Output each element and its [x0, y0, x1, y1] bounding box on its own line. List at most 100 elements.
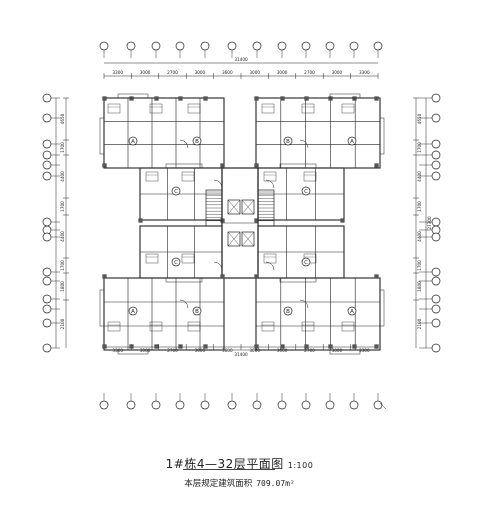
axis-bubble-left [42, 304, 52, 314]
dimension-label-right: 1800 [417, 281, 422, 292]
balcony [329, 93, 361, 99]
structural-column [203, 96, 208, 101]
dimension-label-top: 3000 [195, 70, 206, 75]
axis-bubble-right [431, 294, 441, 304]
structural-column [304, 96, 309, 101]
axis-bubble-bottom [373, 400, 383, 410]
door-swing-arc [299, 139, 309, 149]
balcony [279, 163, 317, 169]
structural-column [154, 96, 159, 101]
door-swing-arc [179, 299, 189, 309]
drawing-title: 1#栋4—32层平面图 [165, 457, 284, 471]
axis-bubble-right [431, 93, 441, 103]
axis-bubble-right [431, 217, 441, 227]
structural-column [328, 96, 333, 101]
wing-bottom-right [255, 277, 381, 351]
unit-type-tag: B [286, 139, 290, 145]
elevator-shaft [241, 231, 255, 247]
furniture-bed [149, 321, 163, 332]
unit-type-tag-circle [347, 306, 357, 316]
structural-column [374, 344, 379, 349]
balcony [279, 277, 317, 283]
furniture-bed [341, 103, 355, 114]
furniture-bed [263, 253, 277, 264]
elevator-cross [241, 199, 255, 215]
dimension-label-top: 3000 [277, 70, 288, 75]
structural-column [374, 96, 379, 101]
furniture-bed [341, 321, 355, 332]
dimension-label-left: 4400 [60, 231, 65, 242]
axis-bubble-right [431, 139, 441, 149]
unit-type-tag-circle [128, 136, 138, 146]
unit-type-tag: C [304, 189, 308, 195]
axis-bubble-right [431, 267, 441, 277]
elevator-cross [227, 231, 241, 247]
furniture-bed [261, 321, 275, 332]
furniture-bed [181, 253, 195, 264]
structural-column [254, 274, 259, 279]
unit-type-tag-circle [192, 306, 202, 316]
unit-type-tag: A [131, 139, 135, 145]
door-swing-arc [213, 261, 223, 271]
furniture-bed [303, 171, 317, 182]
structural-column [102, 344, 107, 349]
axis-bubble-bottom [277, 400, 287, 410]
structural-column [203, 344, 208, 349]
axis-bubble-bottom [252, 400, 262, 410]
unit-type-tag-circle [283, 306, 293, 316]
door-swing-arc [299, 299, 309, 309]
axis-bubble-left [42, 150, 52, 160]
structural-column [280, 96, 285, 101]
structural-column [102, 163, 107, 168]
floor-area-value: 709.07m² [256, 479, 295, 488]
axis-bubble-right [431, 113, 441, 123]
axis-bubble-right [431, 171, 441, 181]
axis-bubble-top [277, 41, 287, 51]
furniture-bed [301, 321, 315, 332]
door-swing-arc [213, 179, 223, 189]
structural-column [254, 163, 259, 168]
structural-column [129, 96, 134, 101]
dimension-label-top: 2700 [167, 70, 178, 75]
floor-area-label: 本层规定建筑面积 [184, 479, 253, 489]
axis-bubble-right [431, 160, 441, 170]
balcony [165, 163, 203, 169]
furniture-bed [107, 103, 121, 114]
unit-type-tag: C [304, 260, 308, 266]
axis-bubble-bottom [200, 400, 210, 410]
furniture-bed [145, 253, 159, 264]
structural-column [352, 96, 357, 101]
dimension-label-right: 2100 [417, 318, 422, 329]
axis-bubble-bottom [349, 400, 359, 410]
unit-type-tag: A [350, 309, 354, 315]
structural-column [220, 163, 225, 168]
structural-column [102, 274, 107, 279]
balcony [117, 349, 149, 355]
structural-column [352, 344, 357, 349]
stair-well [205, 189, 223, 227]
dimension-label-right: 4400 [417, 171, 422, 182]
dimension-label-left: 1800 [60, 281, 65, 292]
dimension-label-left: 2100 [60, 318, 65, 329]
dimension-label-top: 3000 [332, 70, 343, 75]
unit-type-tag-circle [171, 186, 181, 196]
axis-bubble-left [42, 113, 52, 123]
axis-bubble-bottom [325, 400, 335, 410]
furniture-bed [261, 103, 275, 114]
structural-column [304, 344, 309, 349]
structural-column [154, 344, 159, 349]
structural-column [254, 96, 259, 101]
axis-bubble-bottom [301, 400, 311, 410]
furniture-bed [187, 321, 201, 332]
unit-type-tag: A [350, 139, 354, 145]
door-swing-arc [265, 261, 275, 271]
axis-bubble-left [42, 93, 52, 103]
wing-top-right [255, 97, 381, 169]
balcony [117, 93, 149, 99]
furniture-bed [181, 171, 195, 182]
structural-column [374, 274, 379, 279]
unit-type-tag: C [174, 260, 178, 266]
balcony [379, 289, 385, 327]
dimension-label-top: 3000 [140, 70, 151, 75]
furniture-bed [149, 103, 163, 114]
